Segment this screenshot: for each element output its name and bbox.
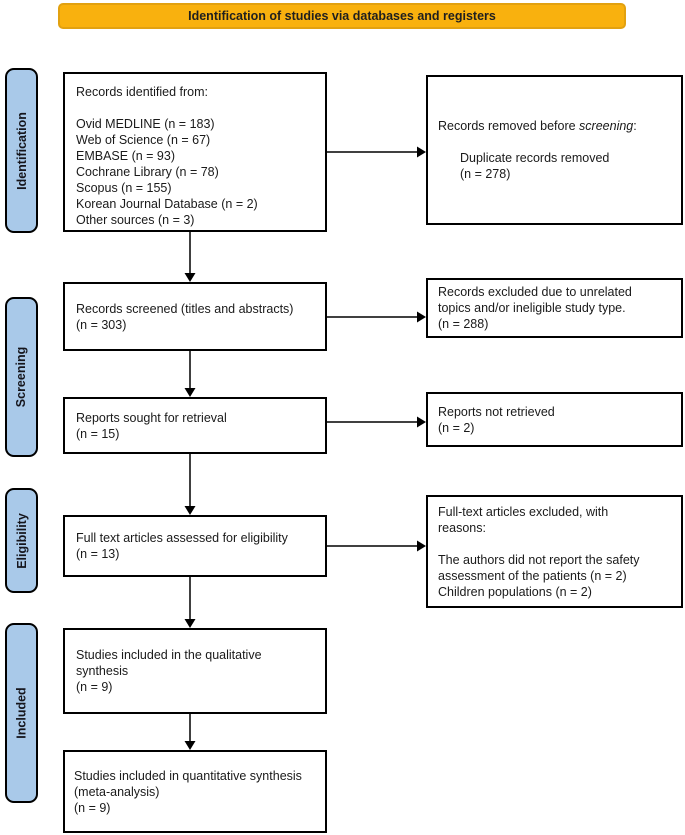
box-reports-not-retrieved: Reports not retrieved (n = 2) <box>426 392 683 447</box>
box-line: topics and/or ineligible study type. <box>438 301 626 315</box>
box-line: (n = 15) <box>76 426 120 441</box>
box-line: Korean Journal Database (n = 2) <box>76 197 258 211</box>
box-line: (n = 2) <box>438 420 475 435</box>
spacer <box>438 536 677 552</box>
box-line: Records excluded due to unrelated <box>438 285 632 299</box>
arrow-assessed-to-fulltext-excluded <box>327 540 426 552</box>
box-records-excluded: Records excluded due to unrelated topics… <box>426 278 683 338</box>
stage-screening: Screening <box>5 297 38 457</box>
box-fulltext-excluded: Full-text articles excluded, with reason… <box>426 495 683 608</box>
box-line: (n = 288) <box>438 317 489 331</box>
box-fulltext-assessed: Full text articles assessed for eligibil… <box>63 515 327 577</box>
arrow-identified-to-removed <box>327 146 426 158</box>
arrow-screened-to-excluded <box>327 311 426 323</box>
box-line: (n = 278) <box>460 167 511 181</box>
box-title: Records identified from: <box>76 85 209 99</box>
box-records-removed: Records removed before screening: Duplic… <box>426 75 683 225</box>
stage-eligibility: Eligibility <box>5 488 38 593</box>
title-text: Records removed before <box>438 119 580 133</box>
box-quantitative-synthesis: Studies included in quantitative synthes… <box>63 750 327 833</box>
box-title: Records removed before screening: <box>438 118 681 134</box>
box-records-screened: Records screened (titles and abstracts) … <box>63 282 327 351</box>
banner-title: Identification of studies via databases … <box>188 9 496 23</box>
box-line: EMBASE (n = 93) <box>76 149 175 163</box>
arrow-assessed-to-qualitative <box>184 577 196 628</box>
arrow-qualitative-to-quantitative <box>184 714 196 750</box>
box-reports-sought: Reports sought for retrieval (n = 15) <box>63 397 327 454</box>
box-line: (n = 9) <box>76 680 113 694</box>
arrow-sought-to-assessed <box>184 454 196 515</box>
arrow-sought-to-not-retrieved <box>327 416 426 428</box>
spacer <box>76 100 321 116</box>
stage-screening-label: Screening <box>14 346 29 408</box>
stage-identification: Identification <box>5 68 38 233</box>
box-line: Web of Science (n = 67) <box>76 133 211 147</box>
box-title-line: reasons: <box>438 521 486 535</box>
box-qualitative-synthesis: Studies included in the qualitative synt… <box>63 628 327 714</box>
arrow-identified-to-screened <box>184 232 196 282</box>
box-line: (n = 13) <box>76 547 120 561</box>
box-line: Other sources (n = 3) <box>76 213 195 227</box>
title-italic-word: screening <box>579 119 634 133</box>
box-line: Studies included in quantitative synthes… <box>74 768 302 783</box>
box-line: Duplicate records removed <box>460 151 610 165</box>
box-line: assessment of the patients (n = 2) <box>438 569 627 583</box>
arrow-screened-to-sought <box>184 351 196 397</box>
box-line: synthesis <box>76 664 129 678</box>
box-line: Studies included in the qualitative <box>76 648 262 662</box>
box-records-identified: Records identified from: Ovid MEDLINE (n… <box>63 72 327 232</box>
box-line: Ovid MEDLINE (n = 183) <box>76 117 215 131</box>
box-line: Reports sought for retrieval <box>76 410 227 425</box>
spacer <box>438 134 681 150</box>
banner: Identification of studies via databases … <box>58 3 626 29</box>
box-line: (n = 9) <box>74 800 111 815</box>
stage-eligibility-label: Eligibility <box>14 512 29 569</box>
box-line: (n = 303) <box>76 317 127 332</box>
box-line: Cochrane Library (n = 78) <box>76 165 219 179</box>
box-line: The authors did not report the safety <box>438 553 640 567</box>
box-line: Children populations (n = 2) <box>438 585 592 599</box>
title-text: : <box>633 119 637 133</box>
box-line: (meta-analysis) <box>74 784 160 799</box>
box-line: Reports not retrieved <box>438 404 555 419</box>
stage-included: Included <box>5 623 38 803</box>
stage-included-label: Included <box>14 687 29 739</box>
stage-identification-label: Identification <box>14 111 29 190</box>
box-line: Full text articles assessed for eligibil… <box>76 531 288 545</box>
box-line: Scopus (n = 155) <box>76 181 172 195</box>
box-line: Records screened (titles and abstracts) <box>76 301 294 316</box>
box-title-line: Full-text articles excluded, with <box>438 505 609 519</box>
